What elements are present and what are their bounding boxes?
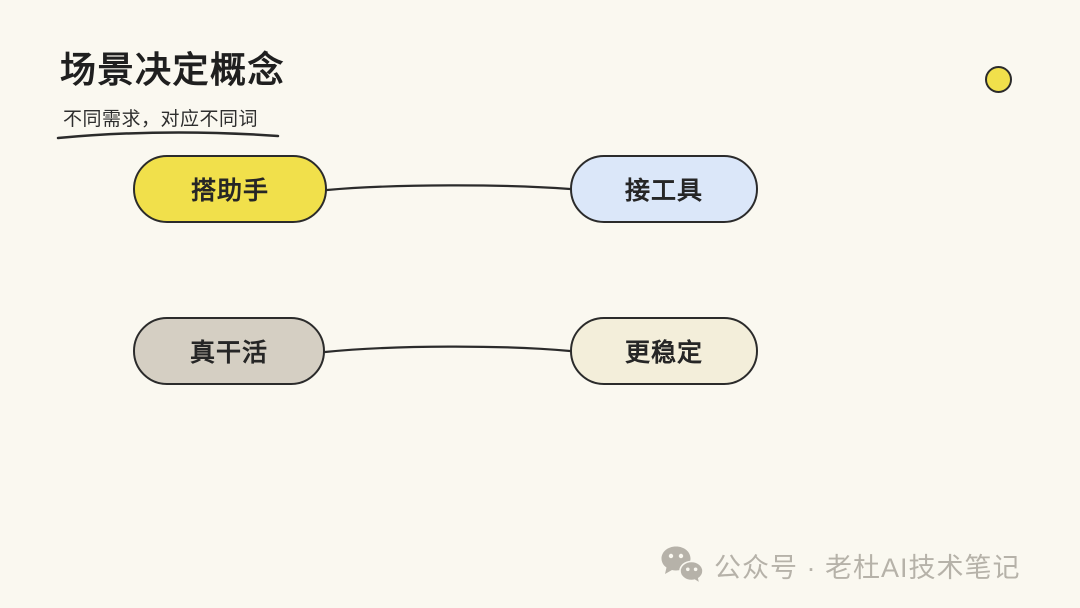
page-subtitle: 不同需求，对应不同词 — [63, 109, 259, 130]
connector-line-2 — [323, 345, 572, 354]
node-tool-label: 接工具 — [624, 177, 703, 205]
connector-line-1 — [325, 184, 572, 192]
node-stable: 更稳定 — [570, 317, 758, 385]
watermark: 公众号 · 老杜AI技术笔记 — [660, 545, 1021, 586]
watermark-label: 公众号 · 老杜AI技术笔记 — [714, 553, 1021, 583]
wechat-icon — [661, 546, 704, 586]
node-assistant: 搭助手 — [133, 155, 327, 223]
subtitle-underline — [56, 131, 280, 140]
page-title: 场景决定概念 — [60, 49, 286, 90]
yellow-dot — [985, 66, 1012, 93]
node-tool: 接工具 — [570, 155, 758, 223]
node-work-label: 真干活 — [189, 339, 268, 367]
node-stable-label: 更稳定 — [624, 339, 703, 367]
node-work: 真干活 — [133, 317, 325, 385]
node-assistant-label: 搭助手 — [190, 177, 269, 205]
